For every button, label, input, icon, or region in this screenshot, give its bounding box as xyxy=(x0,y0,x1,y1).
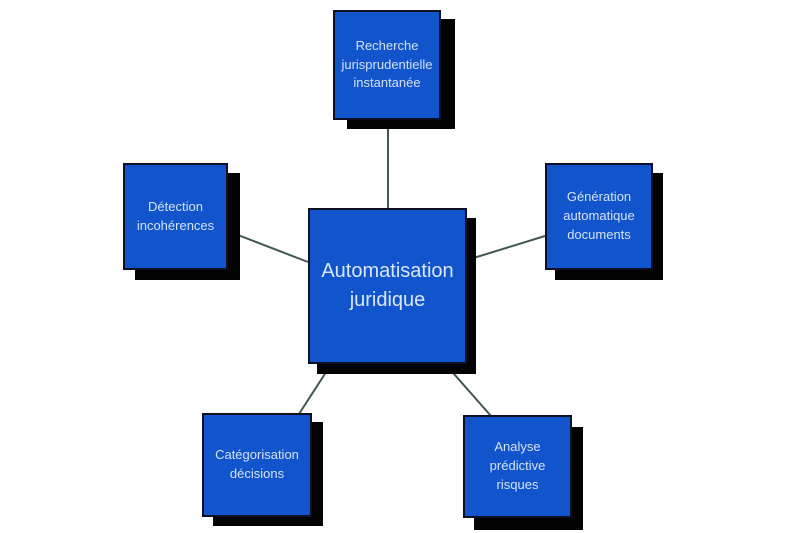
node-label: Automatisation juridique xyxy=(321,260,454,311)
node-label: Recherche jurisprudentielle instantanée xyxy=(341,37,433,91)
connector-bottom-right xyxy=(446,365,492,417)
node-label: Catégorisation décisions xyxy=(215,447,299,481)
connector-right xyxy=(466,235,546,261)
connector-left xyxy=(229,231,309,263)
node-categorisation-decisions: Catégorisation décisions xyxy=(202,413,312,517)
node-detection-incoherences: Détection incohérences xyxy=(123,163,228,270)
node-automatisation-juridique: Automatisation juridique xyxy=(308,208,467,364)
node-generation-documents: Génération automatique documents xyxy=(545,163,653,270)
node-label: Génération automatique documents xyxy=(563,189,635,242)
connector-bottom-left xyxy=(298,365,331,415)
node-recherche-jurisprudentielle: Recherche jurisprudentielle instantanée xyxy=(333,10,441,120)
node-label: Détection incohérences xyxy=(136,198,215,233)
node-label: Analyse prédictive risques xyxy=(489,439,546,492)
node-analyse-predictive: Analyse prédictive risques xyxy=(463,415,572,518)
